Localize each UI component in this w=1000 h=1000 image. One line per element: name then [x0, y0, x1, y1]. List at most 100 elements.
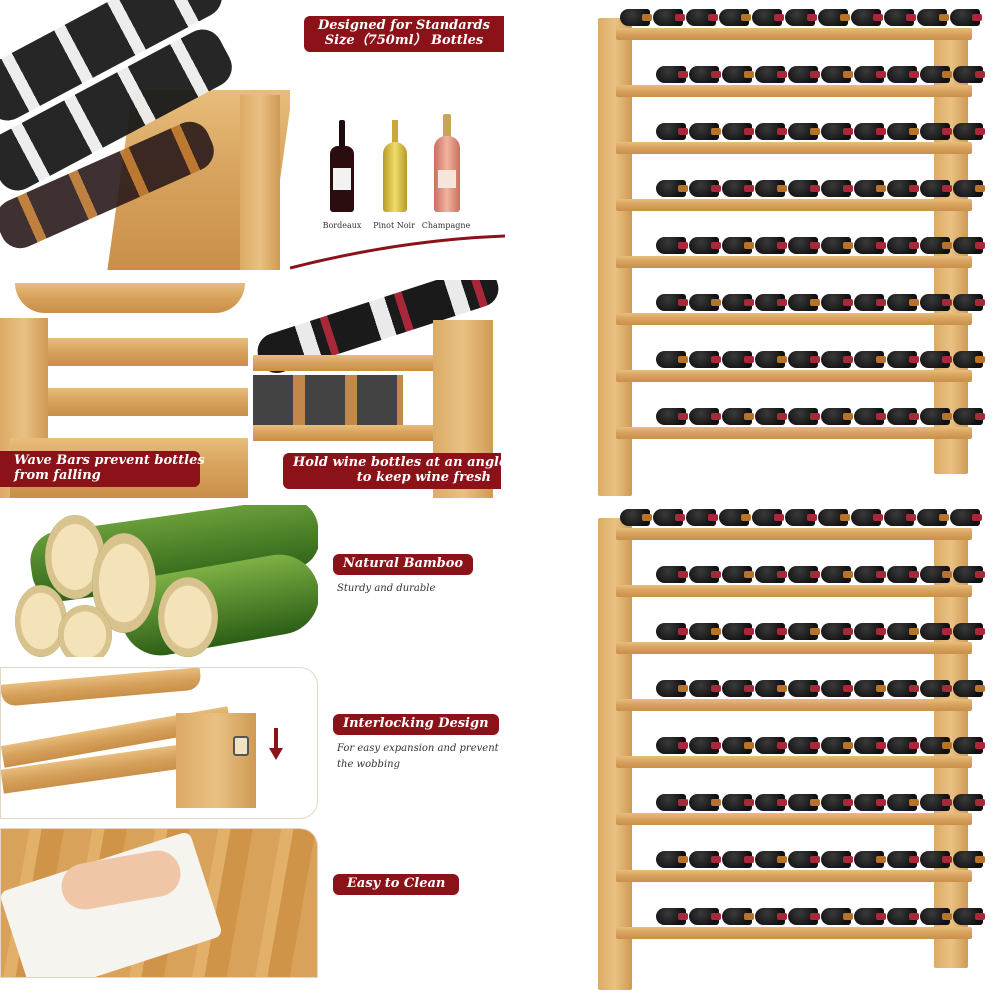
bottle-icon — [953, 732, 985, 758]
divider-curve — [290, 234, 505, 270]
bottle-row — [656, 789, 986, 815]
bottle-row — [620, 504, 983, 530]
wave-bars-panel: Wave Bars prevent bottles from falling — [0, 278, 248, 498]
bottle-icon — [887, 232, 919, 258]
bottle-icon — [887, 118, 919, 144]
bottle-icon — [854, 561, 886, 587]
bottle-icon — [887, 789, 919, 815]
bottle-row — [656, 903, 986, 929]
bottle-icon — [656, 789, 688, 815]
bottle-icon — [656, 289, 688, 315]
interlocking-caption: For easy expansion and prevent the wobbi… — [337, 741, 499, 772]
bottle-icon — [620, 504, 652, 530]
bottle-icon — [854, 175, 886, 201]
angle-badge: Hold wine bottles at an angle to keep wi… — [283, 453, 503, 489]
bottle-icon — [755, 346, 787, 372]
bottle-row — [656, 675, 986, 701]
bottle-icon — [821, 789, 853, 815]
bottle-icon — [887, 175, 919, 201]
bottle-icon — [953, 618, 985, 644]
bamboo-image — [0, 505, 318, 657]
bottle-icon — [755, 61, 787, 87]
bottle-icon — [656, 232, 688, 258]
bottle-icon — [755, 846, 787, 872]
bottle-icon — [818, 4, 850, 30]
bottle-icon — [755, 403, 787, 429]
bottle-icon — [953, 61, 985, 87]
bottle-icon — [884, 504, 916, 530]
bottle-icon — [887, 61, 919, 87]
bottle-icon — [755, 232, 787, 258]
bottle-icon — [689, 732, 721, 758]
bottle-icon — [656, 732, 688, 758]
bottle-icon — [920, 403, 952, 429]
bottle-icon — [689, 118, 721, 144]
rack-shelf — [616, 699, 972, 711]
bottle-icon — [689, 346, 721, 372]
bottle-icon — [722, 289, 754, 315]
bottle-icon — [719, 504, 751, 530]
bottle-icon — [920, 846, 952, 872]
bottle-icon — [854, 118, 886, 144]
bottle-icon — [821, 118, 853, 144]
bottle-icon — [851, 504, 883, 530]
bottle-icon — [788, 846, 820, 872]
bottle-icon — [920, 789, 952, 815]
bottle-icon — [755, 732, 787, 758]
bottle-icon — [854, 732, 886, 758]
bottle-icon — [788, 903, 820, 929]
rack-shelf — [616, 813, 972, 825]
bottle-icon — [953, 175, 985, 201]
standards-title-line2: Size（750ml） Bottles — [324, 32, 484, 48]
bottle-row — [656, 846, 986, 872]
bottle-icon — [656, 346, 688, 372]
bottle-row — [656, 561, 986, 587]
bottle-icon — [722, 789, 754, 815]
rack-shelf — [616, 370, 972, 382]
bottle-icon — [785, 504, 817, 530]
bottle-icon — [653, 4, 685, 30]
bottle-icon — [887, 289, 919, 315]
bottle-icon — [722, 61, 754, 87]
bottle-icon — [656, 118, 688, 144]
rack-shelf — [616, 642, 972, 654]
bottle-icon — [686, 504, 718, 530]
wine-rack-lower — [598, 504, 985, 990]
rack-shelf — [616, 256, 972, 268]
bottle-icon — [887, 903, 919, 929]
bottle-icon — [953, 118, 985, 144]
bottle-row — [656, 346, 986, 372]
bottle-icon — [920, 289, 952, 315]
interlocking-caption-line2: the wobbing — [337, 758, 400, 770]
bottle-icon — [887, 675, 919, 701]
bottle-icon — [719, 4, 751, 30]
bottle-icon — [722, 346, 754, 372]
standards-panel: Designed for Standards Size（750ml） Bottl… — [290, 0, 505, 270]
bottle-row — [656, 618, 986, 644]
bottle-icon — [656, 561, 688, 587]
bottle-icon — [722, 618, 754, 644]
bottle-icon — [689, 846, 721, 872]
bottle-icon — [722, 732, 754, 758]
bottle-icon — [953, 346, 985, 372]
bottle-icon — [920, 903, 952, 929]
bottle-icon — [821, 403, 853, 429]
bottle-icon — [953, 846, 985, 872]
bottle-icon — [920, 175, 952, 201]
pinot-noir-label: Pinot Noir — [373, 221, 415, 230]
bottle-icon — [920, 732, 952, 758]
bottle-row — [656, 61, 986, 87]
bordeaux-bottle-icon — [330, 120, 354, 212]
bottle-icon — [656, 403, 688, 429]
bottle-icon — [821, 618, 853, 644]
bottle-icon — [953, 403, 985, 429]
bottle-icon — [788, 289, 820, 315]
bottle-icon — [854, 403, 886, 429]
bottle-icon — [854, 61, 886, 87]
angle-line2: to keep wine fresh — [356, 469, 491, 485]
bottle-icon — [818, 504, 850, 530]
bottle-row — [656, 232, 986, 258]
bottle-icon — [821, 61, 853, 87]
bottle-icon — [884, 4, 916, 30]
rack-shelf — [616, 585, 972, 597]
